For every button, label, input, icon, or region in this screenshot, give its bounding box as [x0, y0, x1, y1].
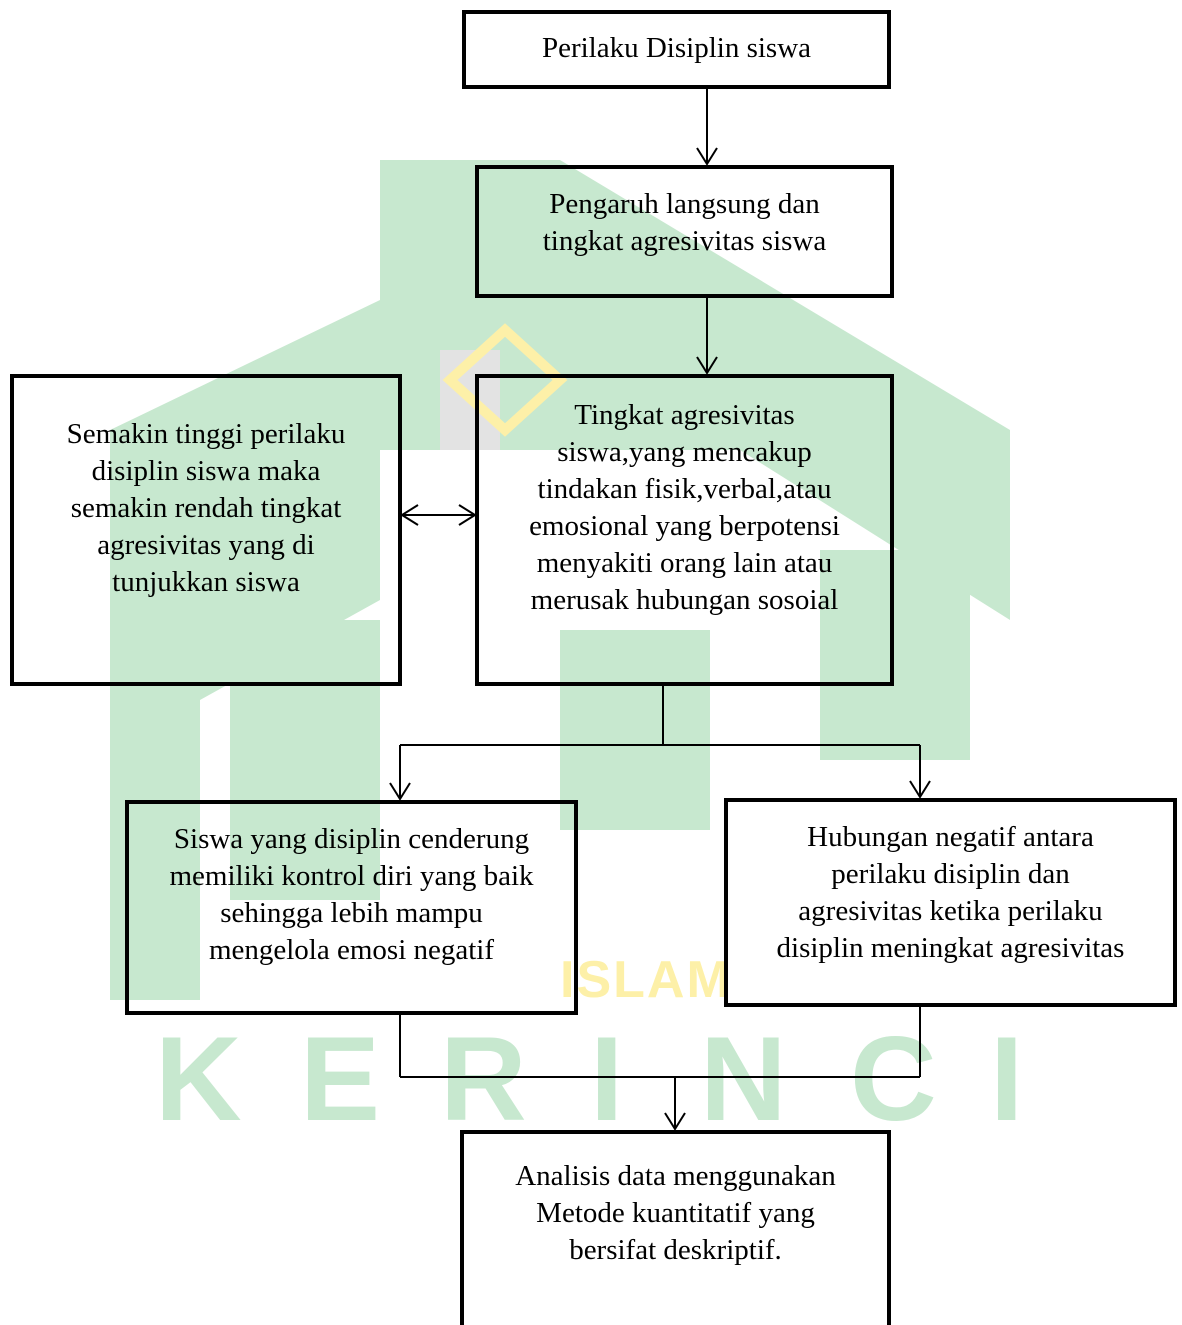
- arrowhead-to-semakin: [400, 504, 419, 526]
- node-text-line: tingkat agresivitas siswa: [542, 225, 827, 257]
- watermark-letter-n: N: [700, 1012, 787, 1146]
- watermark-islam: ISLAM: [560, 951, 732, 1009]
- node-text-line: semakin rendah tingkat: [70, 492, 342, 524]
- node-text-line: memiliki kontrol diri yang baik: [169, 860, 534, 892]
- node-analisis-data: Analisis data menggunakan Metode kuantit…: [460, 1130, 891, 1325]
- node-text-line: perilaku disiplin dan: [831, 858, 1070, 890]
- arrowhead-to-tingkat: [458, 504, 477, 526]
- watermark-shapes: [110, 160, 1010, 1000]
- node-text-line: Metode kuantitatif yang: [536, 1197, 815, 1229]
- arrowhead-to-analisis: [664, 1112, 686, 1131]
- node-text-line: bersifat deskriptif.: [569, 1234, 782, 1266]
- arrowhead-to-hubungan: [909, 780, 931, 799]
- node-text-line: agresivitas yang di: [97, 529, 315, 561]
- watermark-letter-e: E: [300, 1012, 381, 1146]
- watermark-letter-r: R: [440, 1012, 527, 1146]
- node-text-line: siswa,yang mencakup: [557, 436, 812, 468]
- node-semakin-tinggi: Semakin tinggi perilaku disiplin siswa m…: [10, 374, 402, 686]
- node-text-line: Semakin tinggi perilaku: [66, 418, 346, 450]
- node-text-line: Hubungan negatif antara: [807, 821, 1094, 853]
- node-text-line: tindakan fisik,verbal,atau: [537, 473, 832, 505]
- node-text-line: menyakiti orang lain atau: [536, 547, 833, 579]
- watermark-letter-i2: I: [990, 1012, 1024, 1146]
- node-text-line: Tingkat agresivitas: [574, 399, 795, 431]
- node-text-line: Analisis data menggunakan: [515, 1160, 836, 1192]
- node-hubungan-negatif: Hubungan negatif antara perilaku disipli…: [724, 798, 1177, 1007]
- node-pengaruh-langsung: Pengaruh langsung dan tingkat agresivita…: [475, 165, 894, 298]
- node-text-line: emosional yang berpotensi: [529, 510, 840, 542]
- node-text-line: disiplin siswa maka: [91, 455, 321, 487]
- node-siswa-disiplin: Siswa yang disiplin cenderung memiliki k…: [125, 800, 578, 1015]
- arrowhead-pengaruh-to-tingkat: [696, 356, 718, 375]
- arrowhead-to-siswa: [389, 782, 411, 801]
- watermark-letter-c: C: [850, 1012, 937, 1146]
- watermark-letter-k: K: [155, 1012, 242, 1146]
- node-text-line: Perilaku Disiplin siswa: [541, 32, 812, 64]
- arrowhead-perilaku-to-pengaruh: [696, 147, 718, 166]
- node-text-line: mengelola emosi negatif: [208, 934, 495, 966]
- node-text-line: disiplin meningkat agresivitas: [776, 932, 1125, 964]
- node-perilaku-disiplin: Perilaku Disiplin siswa: [462, 10, 891, 89]
- node-tingkat-agresivitas: Tingkat agresivitas siswa,yang mencakup …: [475, 374, 894, 686]
- node-text-line: agresivitas ketika perilaku: [798, 895, 1103, 927]
- node-text-line: tunjukkan siswa: [112, 566, 300, 598]
- node-text-line: Pengaruh langsung dan: [549, 188, 820, 220]
- node-text-line: merusak hubungan sosoial: [530, 584, 839, 616]
- watermark-letter-i1: I: [590, 1012, 624, 1146]
- node-text-line: sehingga lebih mampu: [220, 897, 483, 929]
- node-text-line: Siswa yang disiplin cenderung: [173, 823, 530, 855]
